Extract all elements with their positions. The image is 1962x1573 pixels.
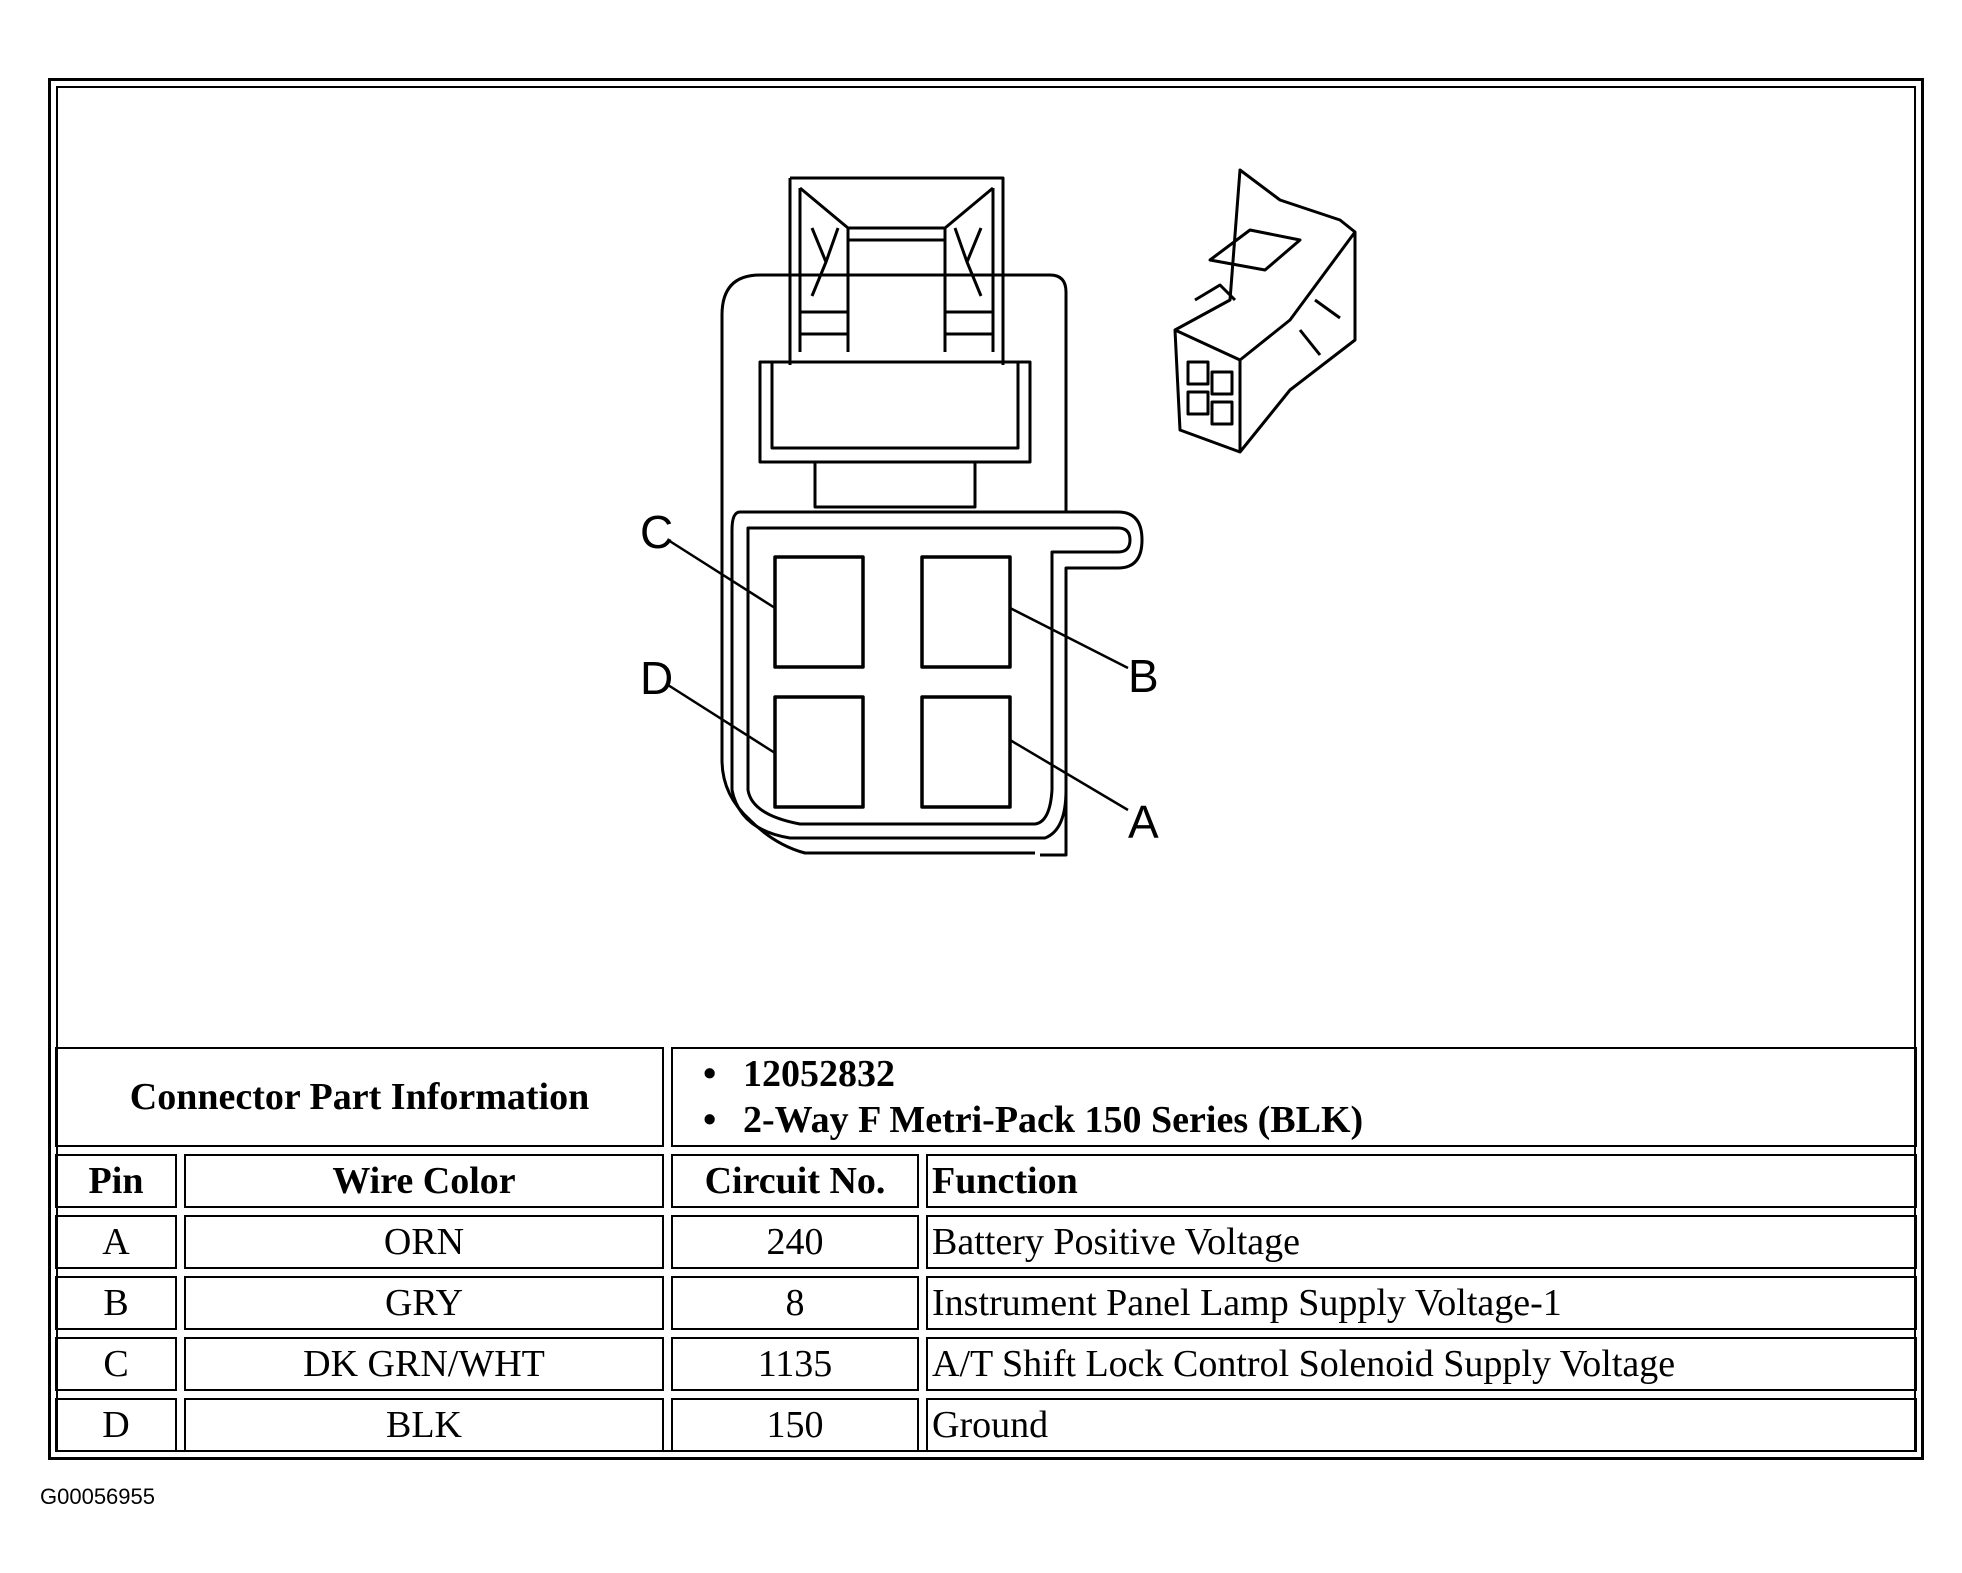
part-info-list: 12052832 2-Way F Metri-Pack 150 Series (… xyxy=(673,1051,1915,1143)
pin-label-d: D xyxy=(640,652,673,704)
figure-code: G00056955 xyxy=(40,1484,155,1509)
leader-b xyxy=(1009,606,1129,670)
pin-cell: C xyxy=(55,1337,177,1391)
pin-label-a: A xyxy=(1128,796,1159,848)
wire-color-cell: GRY xyxy=(184,1276,665,1330)
cavity-a xyxy=(920,695,1012,809)
connector-face-drawing: C D B A xyxy=(640,168,1357,857)
pin-cell: A xyxy=(55,1215,177,1269)
latch-bars xyxy=(800,310,993,336)
latch-outline xyxy=(788,176,1005,365)
column-header-circuit: Circuit No. xyxy=(671,1154,920,1208)
circuit-cell: 8 xyxy=(671,1276,920,1330)
table-row: D BLK 150 Ground xyxy=(55,1398,1917,1452)
cavity-d xyxy=(773,695,865,809)
circuit-cell: 150 xyxy=(671,1398,920,1452)
connector-part-row: Connector Part Information 12052832 2-Wa… xyxy=(55,1047,1917,1147)
function-cell: Battery Positive Voltage xyxy=(926,1215,1917,1269)
leader-c xyxy=(667,538,776,610)
pin-cell: D xyxy=(55,1398,177,1452)
leader-a xyxy=(1009,738,1129,812)
column-header-wire-color: Wire Color xyxy=(184,1154,665,1208)
table-row: B GRY 8 Instrument Panel Lamp Supply Vol… xyxy=(55,1276,1917,1330)
connector-iso-view xyxy=(1173,168,1357,454)
face-inner xyxy=(746,526,1132,826)
table-row: A ORN 240 Battery Positive Voltage xyxy=(55,1215,1917,1269)
connector-part-info: 12052832 2-Way F Metri-Pack 150 Series (… xyxy=(671,1047,1917,1147)
latch-notch-right xyxy=(953,227,983,297)
column-header-pin: Pin xyxy=(55,1154,177,1208)
latch-notch-left xyxy=(810,227,840,297)
table-header-row: Pin Wire Color Circuit No. Function xyxy=(55,1154,1917,1208)
pin-label-b: B xyxy=(1128,650,1159,702)
circuit-cell: 240 xyxy=(671,1215,920,1269)
function-cell: Ground xyxy=(926,1398,1917,1452)
circuit-cell: 1135 xyxy=(671,1337,920,1391)
cavity-b xyxy=(920,555,1012,669)
wire-color-cell: BLK xyxy=(184,1398,665,1452)
lock-stem xyxy=(813,460,977,509)
connector-body xyxy=(720,273,1068,855)
leader-d xyxy=(667,683,776,755)
latch-slot xyxy=(848,226,945,242)
lock-bar-bevel xyxy=(770,362,1020,450)
connector-figure: C D B A xyxy=(640,168,1357,857)
pin-label-c: C xyxy=(640,506,673,558)
table-row: C DK GRN/WHT 1135 A/T Shift Lock Control… xyxy=(55,1337,1917,1391)
cavity-c xyxy=(773,555,865,669)
connector-part-header: Connector Part Information xyxy=(55,1047,665,1147)
function-cell: Instrument Panel Lamp Supply Voltage-1 xyxy=(926,1276,1917,1330)
function-cell: A/T Shift Lock Control Solenoid Supply V… xyxy=(926,1337,1917,1391)
column-header-function: Function xyxy=(926,1154,1917,1208)
pin-cell: B xyxy=(55,1276,177,1330)
part-description: 2-Way F Metri-Pack 150 Series (BLK) xyxy=(703,1097,1915,1143)
connector-info-table: Connector Part Information 12052832 2-Wa… xyxy=(48,1040,1924,1459)
part-number: 12052832 xyxy=(703,1051,1915,1097)
face-outline xyxy=(730,510,1144,840)
wire-color-cell: DK GRN/WHT xyxy=(184,1337,665,1391)
wire-color-cell: ORN xyxy=(184,1215,665,1269)
